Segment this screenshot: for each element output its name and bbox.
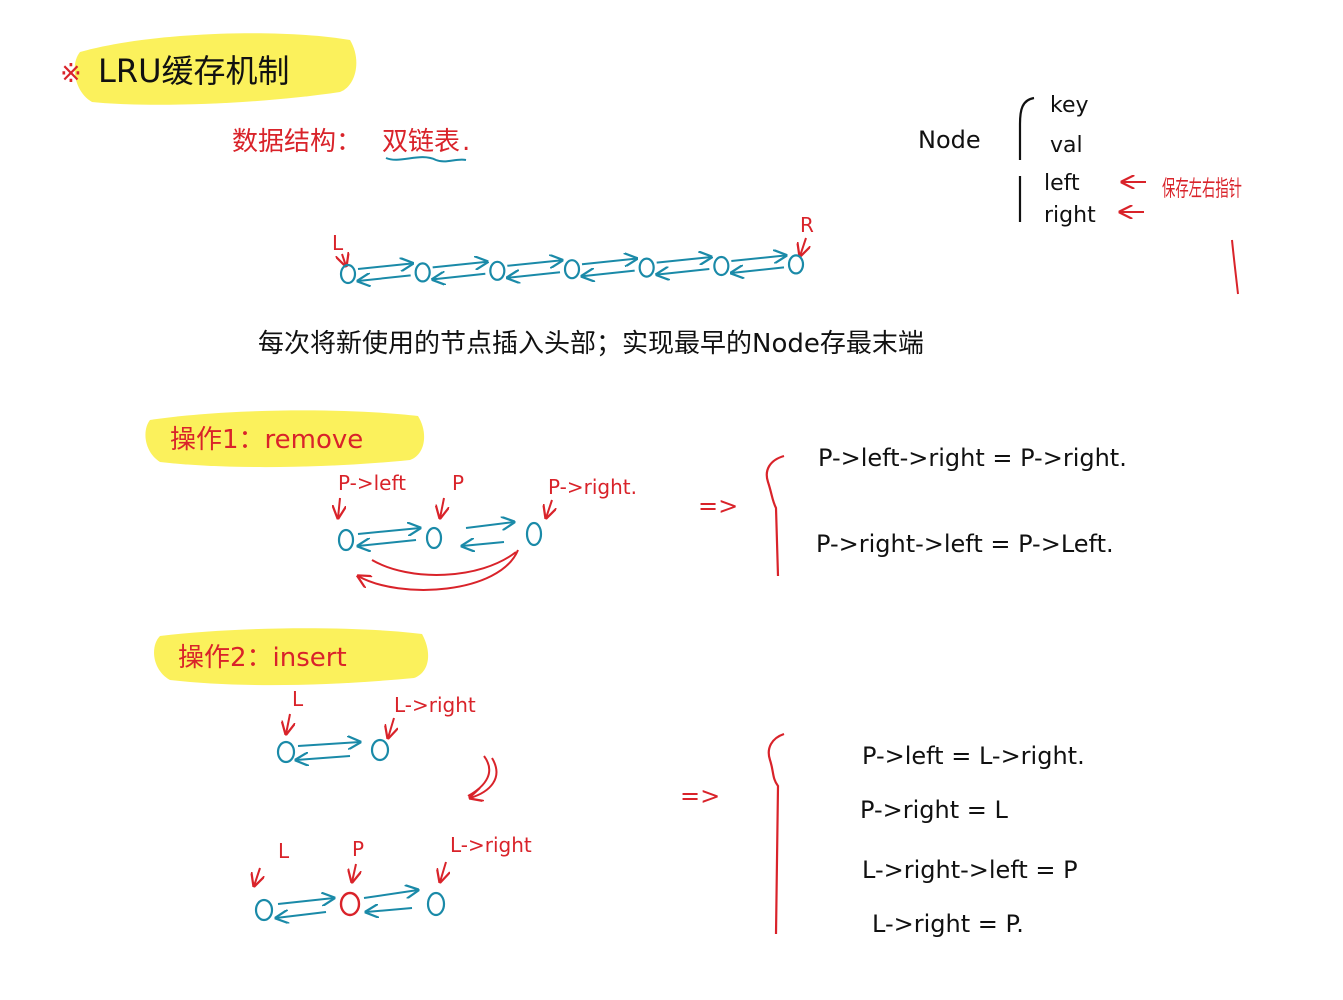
list-link-forward — [432, 262, 488, 268]
data-structure-value: 双链表 — [382, 127, 460, 157]
list-node — [787, 254, 805, 275]
list-link-forward — [656, 257, 712, 263]
list-link-backward — [358, 275, 411, 281]
op2-before-head-pointer — [286, 713, 290, 734]
op1-node-pointer — [440, 497, 444, 518]
op1-prev-pointer — [338, 497, 340, 518]
op2-after-head-pointer — [254, 867, 260, 886]
op2-after-node-next — [426, 891, 446, 917]
op1-line-2: P->right->left = P->Left. — [816, 530, 1114, 558]
op2-highlight — [154, 628, 429, 686]
op2-before-link-back — [296, 756, 351, 760]
node-brace — [1018, 96, 1035, 222]
op1-link-back-2 — [462, 542, 505, 546]
list-link-forward — [507, 260, 562, 266]
list-link-forward — [731, 255, 786, 261]
op2-after-node-l — [254, 898, 274, 922]
pointer-note: 保存左右指针 — [1162, 177, 1242, 202]
op2-before-link-fwd — [297, 742, 360, 746]
list-link-forward — [581, 259, 637, 265]
list-node — [489, 260, 506, 281]
op1-line-1: P->left->right = P->right. — [818, 444, 1127, 472]
op2-after-link-back-2 — [366, 908, 413, 912]
data-structure-trailing: . — [462, 127, 470, 157]
op2-line-2: P->right = L — [860, 796, 1008, 824]
op2-after-label-head: L — [278, 839, 290, 863]
op2-before-node-next — [370, 738, 390, 762]
node-field-right: right — [1044, 203, 1096, 228]
list-left-label: L — [332, 231, 344, 255]
op2-after-next-pointer — [440, 861, 446, 882]
op2-brace — [767, 732, 785, 935]
op1-link-back-1 — [358, 540, 417, 546]
op1-brace — [765, 454, 785, 577]
op2-transform-arrow — [468, 755, 498, 798]
op1-node-p — [425, 526, 443, 550]
op1-node-next — [525, 521, 543, 547]
op1-link-fwd-1 — [357, 528, 420, 534]
op2-line-3: L->right->left = P — [862, 856, 1078, 884]
pointer-note-stroke — [1231, 239, 1239, 295]
policy-note: 每次将新使用的节点插入头部；实现最早的Node存最末端 — [258, 329, 924, 359]
op2-after-node-p — [339, 891, 361, 917]
node-field-val: val — [1050, 133, 1083, 158]
list-demo-group — [339, 254, 805, 285]
title-highlight — [74, 33, 357, 105]
op2-before-node-l — [276, 740, 296, 764]
list-link-forward — [357, 263, 413, 269]
list-link-backward — [657, 269, 710, 275]
op2-before-next-pointer — [388, 717, 394, 738]
list-right-label: R — [800, 213, 814, 237]
op2-after-node-pointer — [352, 863, 356, 882]
op1-implies: => — [698, 492, 738, 520]
op2-after-link-fwd-2 — [363, 890, 418, 899]
op2-after-link-fwd-1 — [277, 898, 334, 904]
list-link-backward — [433, 274, 486, 280]
list-right-pointer — [800, 237, 806, 256]
op1-highlight — [145, 410, 425, 468]
data-structure-label: 数据结构： — [232, 127, 362, 157]
list-link-backward — [731, 267, 785, 273]
op2-after-link-back-1 — [276, 912, 327, 918]
op2-before-label-head: L — [292, 687, 304, 711]
list-node — [638, 257, 655, 278]
op1-heading: 操作1：remove — [170, 425, 363, 455]
node-field-left: left — [1044, 171, 1080, 196]
list-node — [414, 262, 431, 283]
op1-label-prev: P->left — [338, 471, 406, 495]
op2-after-label-next: L->right — [450, 833, 532, 857]
op1-next-pointer — [546, 499, 552, 518]
op2-implies: => — [680, 782, 720, 810]
op1-bypass-arrow — [358, 549, 519, 591]
op2-heading: 操作2：insert — [178, 643, 347, 673]
node-field-key: key — [1050, 93, 1089, 118]
value-underline — [385, 156, 467, 163]
op2-line-1: P->left = L->right. — [862, 742, 1085, 770]
title-mark: ※ — [60, 59, 82, 89]
op1-link-fwd-2 — [465, 522, 514, 528]
op1-node-prev — [337, 528, 355, 552]
op1-label-next: P->right. — [548, 475, 637, 499]
op2-line-4: L->right = P. — [872, 910, 1024, 938]
list-left-pointer — [342, 254, 346, 266]
title-text: LRU缓存机制 — [98, 52, 290, 90]
node-name: Node — [918, 126, 981, 154]
list-node — [713, 255, 730, 277]
list-link-backward — [507, 272, 561, 278]
op1-label-node: P — [452, 471, 464, 495]
list-node — [339, 263, 357, 285]
op2-after-label-node: P — [352, 837, 364, 861]
list-node — [563, 259, 581, 280]
list-link-backward — [582, 271, 635, 277]
op2-before-label-next: L->right — [394, 693, 476, 717]
